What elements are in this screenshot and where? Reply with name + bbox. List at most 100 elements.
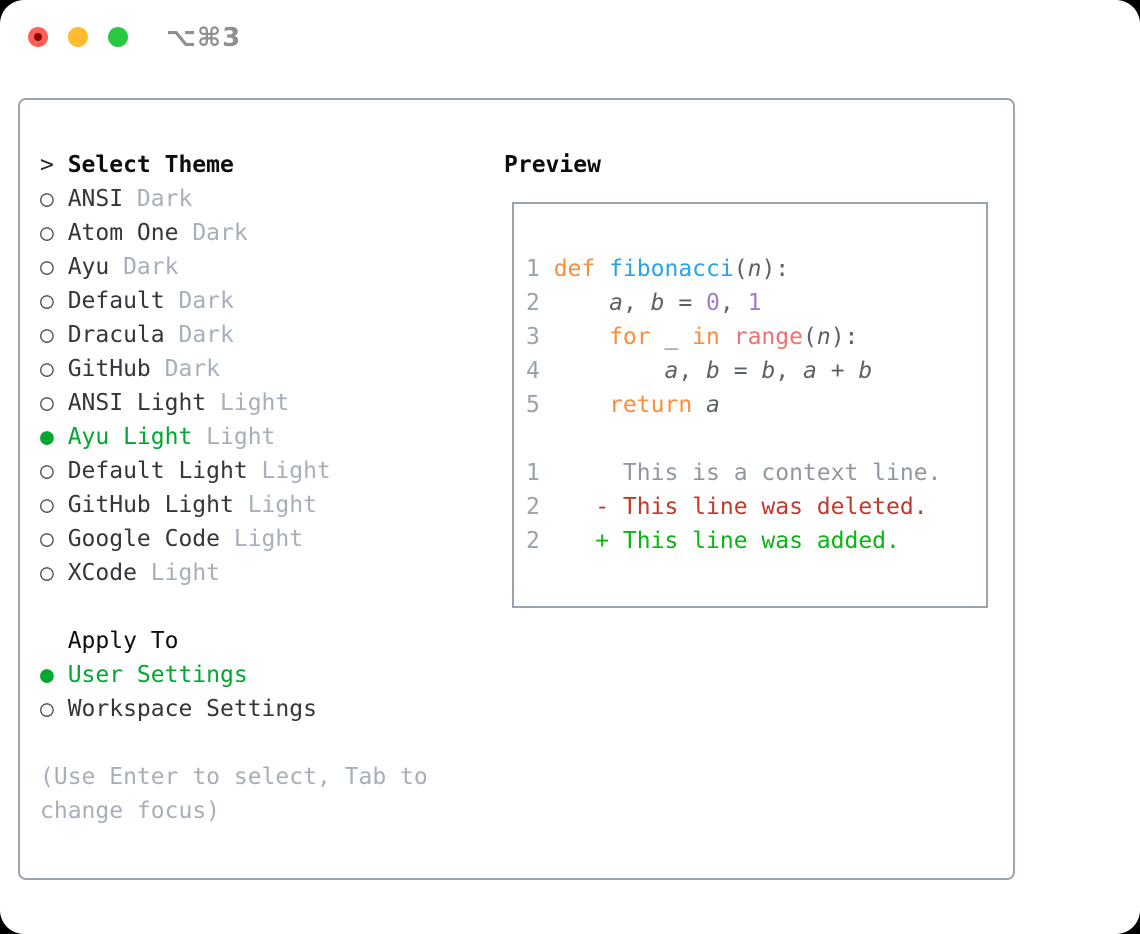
close-button[interactable] (28, 27, 48, 47)
theme-name: Google Code (67, 526, 221, 552)
code-segment: b (650, 290, 665, 316)
minimize-button[interactable] (68, 27, 88, 47)
theme-option-dracula[interactable]: ○ Dracula Dark (40, 318, 504, 352)
code-segment (595, 256, 609, 282)
maximize-button[interactable] (108, 27, 128, 47)
line-number: 1 (526, 256, 540, 282)
theme-name: Dracula (67, 322, 165, 348)
preview-line: 2 - This line was deleted. (526, 490, 978, 524)
code-segment: , (678, 358, 707, 384)
preview-line: 3 for _ in range(n): (526, 320, 978, 354)
line-number: 2 (526, 290, 540, 316)
preview-line (526, 422, 978, 456)
apply-option-label: User Settings (67, 662, 248, 688)
code-segment (554, 392, 609, 418)
theme-variant-badge: Dark (178, 288, 234, 314)
code-segment: a (706, 392, 720, 418)
code-segment: a (803, 358, 817, 384)
code-segment (692, 392, 706, 418)
theme-variant-badge: Light (150, 560, 221, 586)
theme-name: Atom One (67, 220, 179, 246)
radio-unselected-icon: ○ (40, 356, 54, 382)
spacer (40, 590, 504, 624)
window-controls (28, 27, 128, 47)
radio-unselected-icon: ○ (40, 254, 54, 280)
theme-variant-badge: Dark (178, 322, 234, 348)
theme-name: Default (67, 288, 165, 314)
line-number: 3 (526, 324, 540, 350)
theme-variant-badge: Dark (164, 356, 221, 382)
code-segment: + This line was added. (595, 528, 900, 554)
code-segment (554, 528, 596, 554)
code-segment: This is a context line. (553, 460, 942, 486)
code-segment: ( (802, 324, 817, 350)
theme-name: ANSI Light (67, 390, 207, 416)
code-segment: n (747, 256, 762, 282)
select-theme-header: >Select Theme (40, 148, 504, 182)
preview-label: Preview (504, 152, 601, 178)
radio-unselected-icon: ○ (40, 390, 54, 416)
line-number: 5 (526, 392, 540, 418)
radio-unselected-icon: ○ (40, 322, 54, 348)
theme-option-ansi-light[interactable]: ○ ANSI Light Light (40, 386, 504, 420)
code-segment: for (609, 324, 651, 350)
apply-option-workspace-settings[interactable]: ○ Workspace Settings (40, 692, 504, 726)
line-number: 2 (526, 494, 540, 520)
radio-unselected-icon: ○ (40, 186, 54, 212)
radio-unselected-icon: ○ (40, 220, 54, 246)
code-segment: ): (761, 256, 790, 282)
theme-option-atom-one[interactable]: ○ Atom One Dark (40, 216, 504, 250)
apply-option-label: Workspace Settings (67, 696, 317, 722)
line-number: 1 (526, 460, 540, 486)
code-segment (554, 324, 609, 350)
code-segment: in (692, 324, 720, 350)
code-segment: ): (830, 324, 859, 350)
preview-line: 4 a, b = b, a + b (526, 354, 978, 388)
preview-line: 2 + This line was added. (526, 524, 978, 558)
code-segment: _ (650, 324, 693, 350)
window-title: ⌥⌘3 (166, 23, 242, 53)
radio-unselected-icon: ○ (40, 458, 54, 484)
theme-name: GitHub (67, 356, 151, 382)
theme-option-xcode[interactable]: ○ XCode Light (40, 556, 504, 590)
code-segment: b (761, 358, 776, 384)
code-segment: , (775, 358, 803, 384)
line-number: 2 (526, 528, 540, 554)
theme-name: XCode (67, 560, 137, 586)
close-dot-icon (34, 33, 42, 41)
theme-name: Ayu Light (67, 424, 193, 450)
code-segment: ( (733, 256, 748, 282)
code-segment: a (609, 290, 623, 316)
code-segment: - This line was deleted. (595, 494, 928, 520)
theme-variant-badge: Light (220, 390, 290, 416)
code-segment (554, 494, 596, 520)
apply-option-user-settings[interactable]: ●User Settings (40, 658, 504, 692)
code-segment: , (622, 290, 651, 316)
radio-unselected-icon: ○ (40, 696, 54, 722)
theme-variant-badge: Dark (192, 220, 248, 246)
preview-line: 1 This is a context line. (526, 456, 978, 490)
radio-unselected-icon: ○ (40, 560, 54, 586)
radio-unselected-icon: ○ (40, 492, 54, 518)
help-text: (Use Enter to select, Tab to change focu… (40, 764, 428, 824)
code-segment (554, 358, 665, 384)
theme-variant-badge: Light (233, 526, 304, 552)
code-segment: n (816, 324, 831, 350)
code-segment (720, 324, 734, 350)
theme-option-github[interactable]: ○ GitHub Dark (40, 352, 504, 386)
code-segment: 1 (747, 290, 762, 316)
prompt-icon: > (40, 152, 54, 178)
theme-variant-badge: Light (247, 492, 317, 518)
code-segment: = (719, 358, 762, 384)
